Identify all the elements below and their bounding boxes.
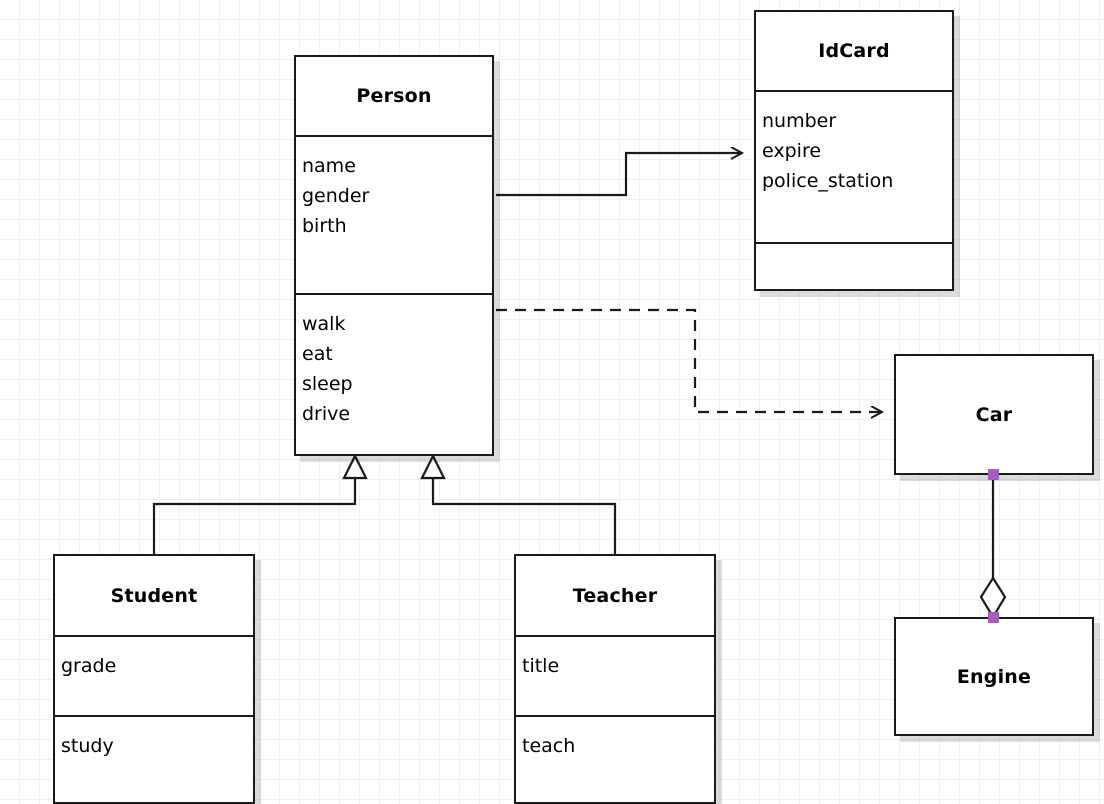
class-box-car[interactable]: Car bbox=[894, 354, 1094, 475]
attribute-item: birth bbox=[302, 215, 347, 237]
class-title-student: Student bbox=[110, 584, 198, 607]
class-attributes-student: grade bbox=[55, 635, 253, 715]
class-title-car: Car bbox=[975, 403, 1013, 426]
class-operations-person: walk eat sleep drive bbox=[296, 293, 492, 456]
edge-student-person-generalization[interactable] bbox=[152, 453, 368, 554]
class-attributes-teacher: title bbox=[516, 635, 714, 715]
class-title-engine: Engine bbox=[956, 665, 1032, 688]
operation-item: walk bbox=[302, 313, 346, 335]
class-attributes-person: name gender birth bbox=[296, 135, 492, 293]
operation-item: teach bbox=[522, 735, 576, 757]
hollow-triangle-head bbox=[342, 453, 368, 480]
class-title-person: Person bbox=[356, 85, 432, 107]
class-title-teacher: Teacher bbox=[572, 584, 658, 607]
attribute-item: name bbox=[302, 155, 356, 177]
attribute-item: police_station bbox=[762, 170, 894, 192]
class-box-teacher[interactable]: Teacher title teach bbox=[514, 554, 716, 804]
attribute-item: expire bbox=[762, 140, 822, 162]
attribute-item: grade bbox=[61, 655, 117, 677]
edge-teacher-person-generalization[interactable] bbox=[420, 453, 617, 554]
attribute-item: number bbox=[762, 110, 837, 132]
class-box-person[interactable]: Person name gender birth walk eat sleep … bbox=[294, 55, 494, 456]
class-attributes-idcard: number expire police_station bbox=[756, 90, 952, 242]
operation-item: study bbox=[61, 735, 114, 757]
class-operations-teacher: teach bbox=[516, 715, 714, 802]
connection-handle-car[interactable] bbox=[988, 469, 999, 480]
class-operations-idcard bbox=[756, 242, 952, 289]
class-box-engine[interactable]: Engine bbox=[894, 617, 1094, 736]
edge-person-idcard-association[interactable] bbox=[496, 153, 742, 197]
class-title-idcard: IdCard bbox=[818, 40, 890, 62]
class-box-student[interactable]: Student grade study bbox=[53, 554, 255, 804]
hollow-triangle-head bbox=[420, 453, 446, 480]
edge-person-car-dependency[interactable] bbox=[496, 308, 882, 412]
operation-item: eat bbox=[302, 343, 333, 365]
edge-car-engine-aggregation[interactable] bbox=[979, 474, 1007, 620]
operation-item: sleep bbox=[302, 373, 353, 395]
operation-item: drive bbox=[302, 403, 351, 425]
class-operations-student: study bbox=[55, 715, 253, 802]
attribute-item: title bbox=[522, 655, 560, 677]
attribute-item: gender bbox=[302, 185, 370, 207]
connection-handle-engine[interactable] bbox=[988, 612, 999, 623]
class-box-idcard[interactable]: IdCard number expire police_station bbox=[754, 10, 954, 291]
